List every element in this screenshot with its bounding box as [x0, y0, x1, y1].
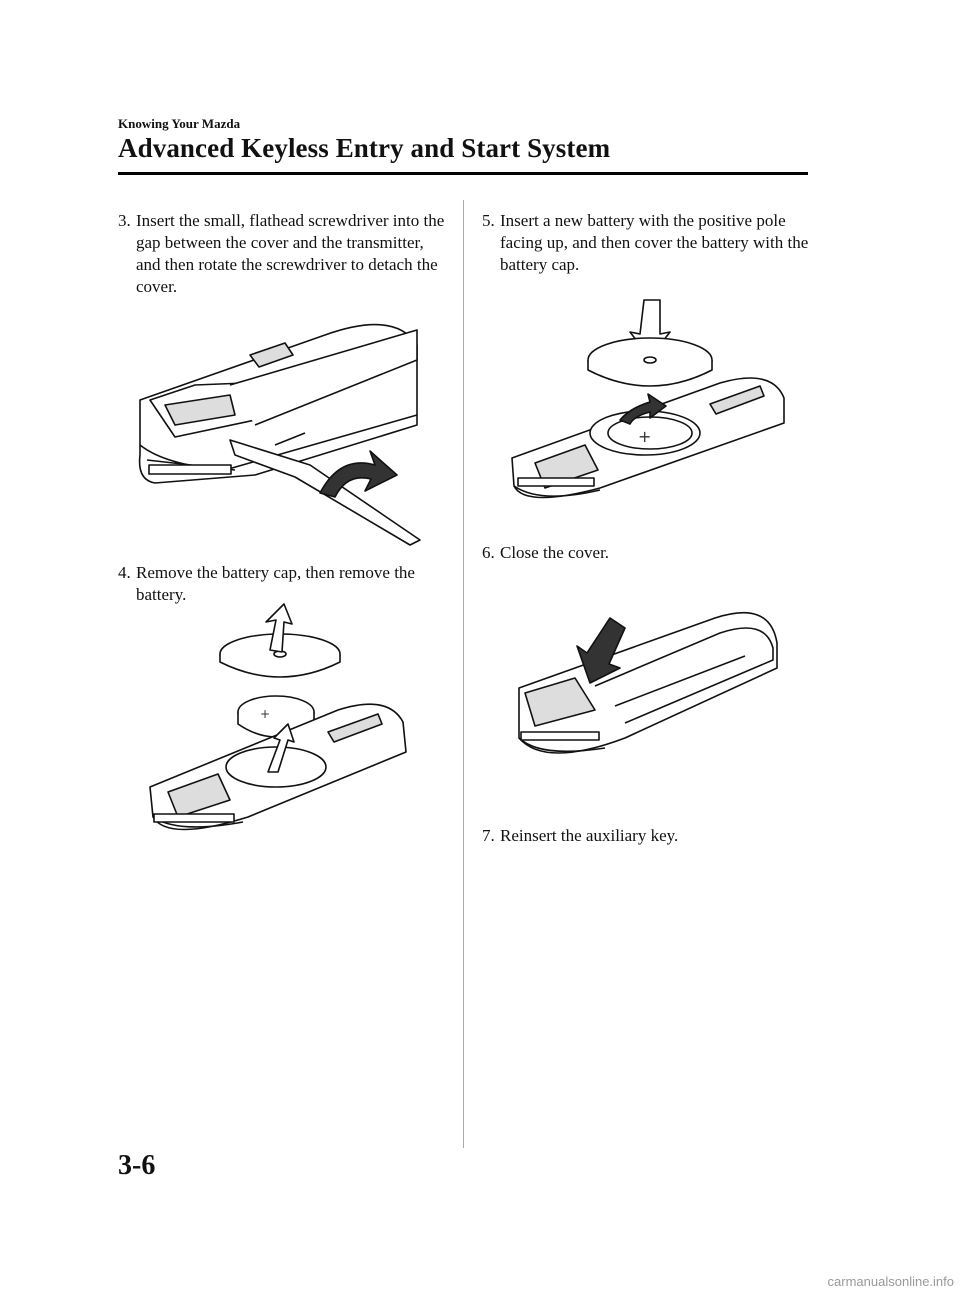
- step-number: 4.: [118, 563, 131, 582]
- step-number: 5.: [482, 211, 495, 230]
- step-5: 5. Insert a new battery with the positiv…: [482, 210, 812, 276]
- footer-url: carmanualsonline.info: [827, 1274, 954, 1289]
- page-number: 3-6: [118, 1150, 156, 1181]
- svg-text:+: +: [260, 707, 270, 721]
- section-label: Knowing Your Mazda: [118, 116, 241, 131]
- step-text: Remove the battery cap, then remove the …: [136, 563, 415, 604]
- step-6: 6. Close the cover.: [482, 542, 812, 564]
- screwdriver-illustration: [135, 305, 420, 545]
- remove-battery-illustration: +: [148, 612, 410, 842]
- step-text: Insert a new battery with the positive p…: [500, 211, 809, 274]
- close-cover-illustration: [515, 598, 780, 770]
- insert-battery-illustration: +: [510, 298, 788, 510]
- step-7: 7. Reinsert the auxiliary key.: [482, 825, 812, 847]
- step-text: Insert the small, flathead screwdriver i…: [136, 211, 445, 296]
- step-text: Reinsert the auxiliary key.: [500, 826, 679, 845]
- step-4: 4. Remove the battery cap, then remove t…: [118, 562, 448, 606]
- step-number: 3.: [118, 211, 131, 230]
- step-text: Close the cover.: [500, 543, 610, 562]
- step-number: 6.: [482, 543, 495, 562]
- column-divider: [463, 200, 464, 1148]
- title-rule: [118, 172, 808, 175]
- svg-text:+: +: [638, 427, 651, 446]
- step-number: 7.: [482, 826, 495, 845]
- step-3: 3. Insert the small, flathead screwdrive…: [118, 210, 448, 298]
- page-title: Advanced Keyless Entry and Start System: [118, 133, 611, 163]
